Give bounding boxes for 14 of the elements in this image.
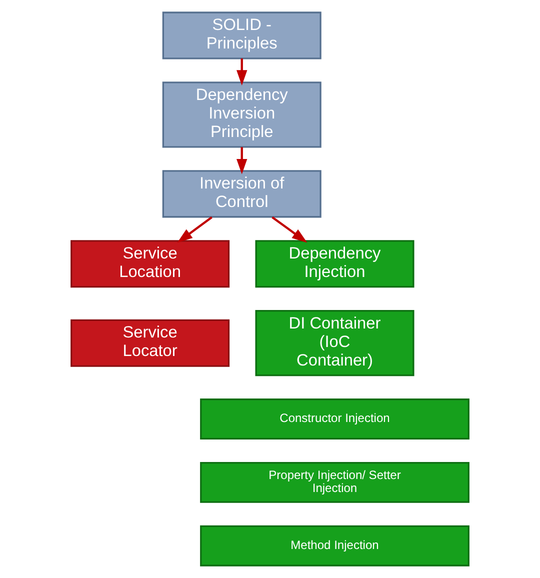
- node-box: DI Container (IoC Container): [255, 310, 414, 376]
- arrow: [272, 216, 308, 243]
- arrow: [236, 147, 248, 174]
- arrow: [177, 216, 212, 243]
- node-box: Dependency Injection: [255, 240, 414, 288]
- node-box: Property Injection/ Setter Injection: [200, 462, 470, 503]
- node-box: Dependency Inversion Principle: [162, 82, 322, 148]
- arrow: [236, 58, 248, 86]
- node-box: Constructor Injection: [200, 398, 470, 440]
- node-box: Method Injection: [200, 525, 470, 566]
- node-box: Service Location: [70, 240, 230, 288]
- node-box: SOLID - Principles: [162, 12, 322, 60]
- node-box: Inversion of Control: [162, 170, 322, 218]
- node-box: Service Locator: [70, 319, 230, 367]
